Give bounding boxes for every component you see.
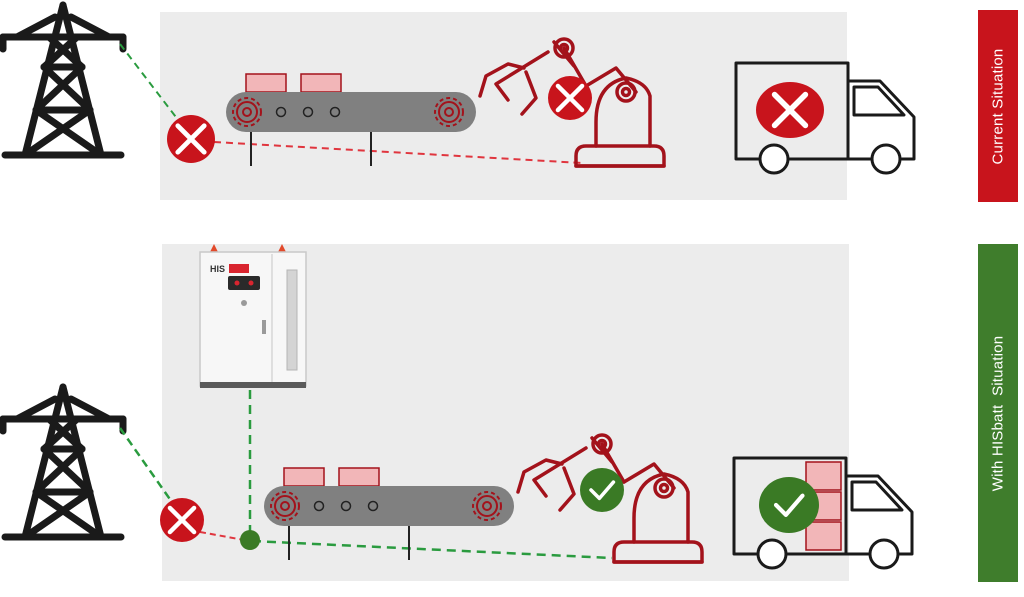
current-situation-label: Current Situation: [989, 48, 1007, 164]
power-failure-line: [213, 141, 583, 164]
power-tower-icon: [3, 5, 123, 155]
backup-power-line: [251, 539, 613, 560]
x-mark-icon: [167, 115, 215, 163]
hisbatt-situation-tab: With HISbatt Situation: [978, 244, 1018, 582]
battery-junction-dot: [240, 530, 260, 550]
battery-brand-label: HIS: [210, 264, 225, 274]
x-mark-icon: [160, 498, 204, 542]
check-mark-icon: [759, 477, 819, 533]
grid-connection-line: [118, 427, 176, 506]
power-failure-line: [199, 531, 245, 541]
power-tower-icon: [3, 387, 123, 537]
grid-connection-line: [119, 43, 183, 126]
delivery-truck-icon: [732, 456, 914, 570]
x-mark-icon: [756, 82, 824, 138]
current-situation-tab: Current Situation: [978, 10, 1018, 202]
hisbatt-situation-label: With HISbatt Situation: [989, 335, 1007, 491]
x-mark-icon: [548, 76, 592, 120]
check-mark-icon: [580, 468, 624, 512]
battery-cabinet-icon: HIS: [199, 244, 307, 388]
